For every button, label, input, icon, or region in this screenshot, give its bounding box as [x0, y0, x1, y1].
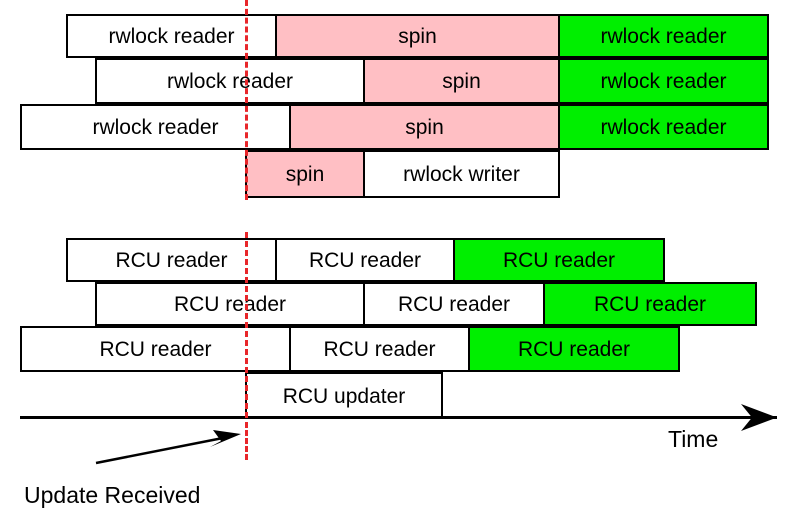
update-received-label: Update Received	[24, 482, 201, 508]
rwlock-row-3-segment-reader-idle: rwlock reader	[20, 104, 291, 150]
segment-label: spin	[285, 162, 325, 186]
rcu-row-2-segment-reader-active: RCU reader	[545, 282, 757, 326]
rcu-row-2-segment-reader-a: RCU reader	[95, 282, 365, 326]
segment-label: rwlock reader	[600, 69, 727, 93]
segment-label: spin	[442, 69, 481, 93]
time-axis-line	[20, 416, 777, 419]
segment-label: RCU reader	[593, 292, 707, 316]
update-received-pointer-arrow	[95, 430, 241, 465]
time-axis-label: Time	[668, 426, 719, 452]
segment-label: RCU updater	[282, 384, 406, 408]
segment-label: RCU reader	[323, 337, 436, 361]
segment-label: RCU reader	[99, 337, 212, 361]
rcu-row-1-segment-reader-b: RCU reader	[277, 238, 455, 282]
rwlock-row-2-segment-spin: spin	[365, 58, 560, 104]
rwlock-row-1-segment-reader-active: rwlock reader	[560, 14, 769, 58]
segment-label: spin	[405, 115, 444, 139]
segment-label: RCU reader	[173, 292, 287, 316]
segment-label: RCU reader	[397, 292, 511, 316]
rwlock-row-1-segment-reader-idle: rwlock reader	[66, 14, 277, 58]
rwlock-row-3-segment-reader-active: rwlock reader	[560, 104, 769, 150]
rcu-row-2-segment-reader-b: RCU reader	[365, 282, 545, 326]
rcu-row-4-segment-updater: RCU updater	[245, 372, 443, 418]
segment-label: RCU reader	[502, 248, 616, 272]
rwlock-row-4-segment-spin: spin	[245, 150, 365, 198]
rcu-row-3-segment-reader-a: RCU reader	[20, 326, 291, 372]
segment-label: rwlock reader	[92, 115, 219, 139]
rcu-row-3-segment-reader-b: RCU reader	[291, 326, 470, 372]
rcu-row-1-segment-reader-a: RCU reader	[66, 238, 277, 282]
segment-label: spin	[398, 24, 437, 48]
segment-label: rwlock reader	[166, 69, 294, 93]
segment-label: rwlock writer	[403, 162, 520, 186]
rwlock-row-3-segment-spin: spin	[291, 104, 560, 150]
rwlock-row-2-segment-reader-active: rwlock reader	[560, 58, 769, 104]
segment-label: rwlock reader	[108, 24, 235, 48]
rcu-row-1-segment-reader-active: RCU reader	[455, 238, 665, 282]
segment-label: RCU reader	[115, 248, 228, 272]
rcu-row-3-segment-reader-active: RCU reader	[470, 326, 680, 372]
rwlock-row-1-segment-spin: spin	[277, 14, 560, 58]
segment-label: rwlock reader	[600, 24, 727, 48]
rwlock-row-2-segment-reader-idle: rwlock reader	[95, 58, 365, 104]
segment-label: RCU reader	[517, 337, 631, 361]
rwlock-row-4-segment-writer: rwlock writer	[365, 150, 560, 198]
segment-label: rwlock reader	[600, 115, 727, 139]
segment-label: RCU reader	[308, 248, 422, 272]
update-received-marker-tick-below-axis	[245, 422, 248, 460]
